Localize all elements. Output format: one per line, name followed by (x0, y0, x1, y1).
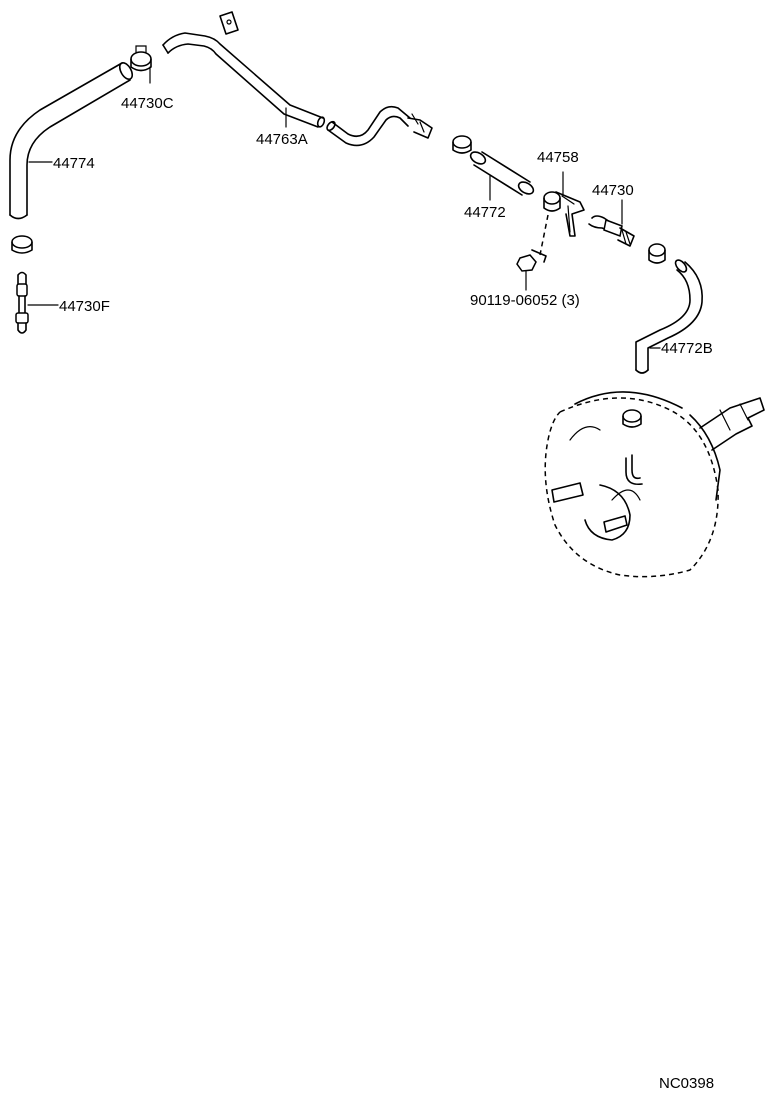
clamp-44730c (130, 45, 152, 84)
hose-44772b (635, 259, 703, 374)
diagram-code: NC0398 (659, 1075, 714, 1092)
label-44774: 44774 (53, 155, 95, 172)
check-valve-44730 (588, 199, 635, 247)
hose-44774 (9, 62, 134, 220)
clamp-right (648, 243, 666, 264)
check-valve-44730f (15, 271, 59, 334)
label-44772: 44772 (464, 204, 506, 221)
label-44758: 44758 (537, 149, 579, 166)
label-44772b: 44772B (661, 340, 713, 357)
bracket-44758 (543, 171, 585, 237)
pipe-44763a (162, 11, 433, 147)
label-44730f: 44730F (59, 298, 110, 315)
label-44763a: 44763A (256, 131, 308, 148)
hose-44772 (469, 151, 535, 201)
bolt-90119-06052 (516, 214, 549, 291)
label-44730: 44730 (592, 182, 634, 199)
label-90119-06052: 90119-06052 (3) (470, 292, 580, 309)
brake-booster (544, 391, 765, 578)
label-44730c: 44730C (121, 95, 174, 112)
clamp-lower-left (11, 235, 33, 254)
clamp-center (452, 135, 472, 154)
